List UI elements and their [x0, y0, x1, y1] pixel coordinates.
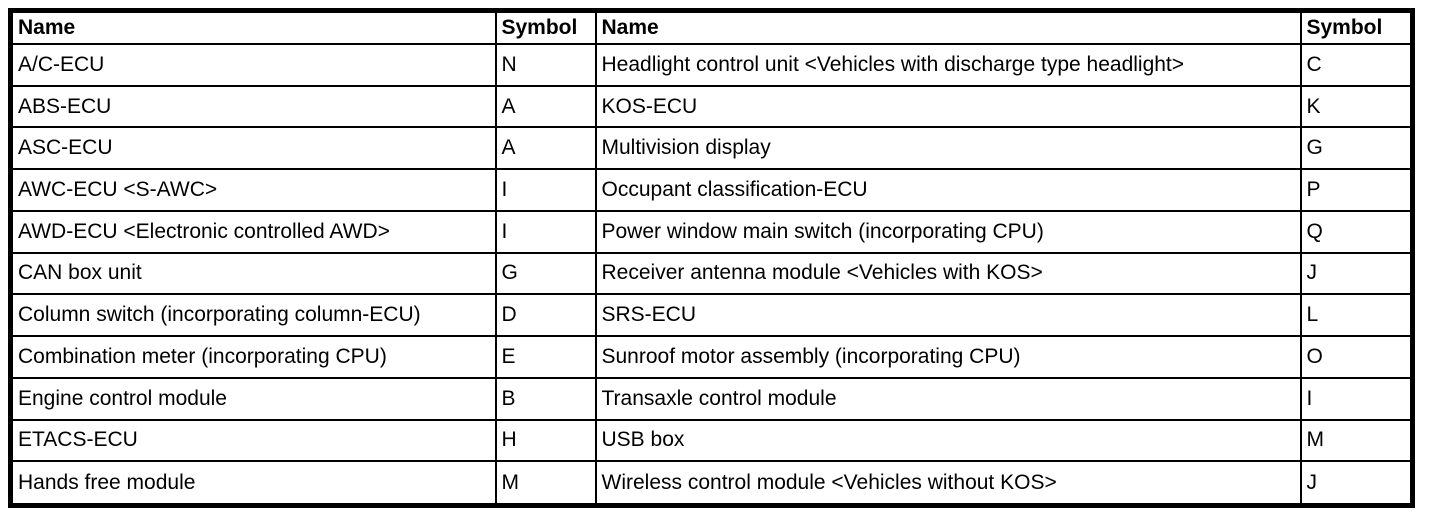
- symbol-cell: J: [1299, 251, 1414, 296]
- column-header-symbol-left: Symbol: [494, 9, 597, 45]
- name-cell: KOS-ECU: [594, 84, 1302, 129]
- name-cell: Occupant classification-ECU: [594, 168, 1302, 212]
- symbol-cell: O: [1299, 335, 1414, 379]
- name-cell: SRS-ECU: [594, 293, 1302, 338]
- name-cell: ASC-ECU: [9, 126, 497, 171]
- table-row: Combination meter (incorporating CPU) E …: [9, 335, 1414, 379]
- column-header-name-left: Name: [9, 9, 497, 45]
- symbol-cell: A: [494, 84, 597, 129]
- name-cell: Power window main switch (incorporating …: [594, 209, 1302, 254]
- symbol-cell: H: [494, 418, 597, 463]
- name-cell: AWC-ECU <S-AWC>: [9, 168, 497, 212]
- name-cell: Headlight control unit <Vehicles with di…: [594, 43, 1302, 87]
- name-cell: Multivision display: [594, 126, 1302, 171]
- symbol-cell: A: [494, 126, 597, 171]
- symbol-cell: D: [494, 293, 597, 338]
- table-row: ABS-ECU A KOS-ECU K: [9, 84, 1414, 129]
- name-cell: AWD-ECU <Electronic controlled AWD>: [9, 209, 497, 254]
- table-row: AWD-ECU <Electronic controlled AWD> I Po…: [9, 209, 1414, 254]
- table-row: Hands free module M Wireless control mod…: [9, 460, 1414, 507]
- symbol-cell: L: [1299, 293, 1414, 338]
- table-row: CAN box unit G Receiver antenna module <…: [9, 251, 1414, 296]
- symbol-cell: Q: [1299, 209, 1414, 254]
- name-cell: A/C-ECU: [9, 43, 497, 87]
- ecu-symbol-table: Name Symbol Name Symbol A/C-ECU N Headli…: [8, 8, 1415, 508]
- name-cell: Hands free module: [9, 460, 497, 507]
- symbol-cell: M: [1299, 418, 1414, 463]
- symbol-cell: P: [1299, 168, 1414, 212]
- name-cell: Column switch (incorporating column-ECU): [9, 293, 497, 338]
- name-cell: ETACS-ECU: [9, 418, 497, 463]
- table-row: ASC-ECU A Multivision display G: [9, 126, 1414, 171]
- name-cell: CAN box unit: [9, 251, 497, 296]
- symbol-cell: E: [494, 335, 597, 379]
- symbol-cell: K: [1299, 84, 1414, 129]
- name-cell: Engine control module: [9, 376, 497, 421]
- name-cell: Sunroof motor assembly (incorporating CP…: [594, 335, 1302, 379]
- symbol-cell: I: [1299, 376, 1414, 421]
- name-cell: ABS-ECU: [9, 84, 497, 129]
- symbol-cell: G: [494, 251, 597, 296]
- symbol-cell: I: [494, 209, 597, 254]
- header-row: Name Symbol Name Symbol: [9, 9, 1414, 45]
- table-row: A/C-ECU N Headlight control unit <Vehicl…: [9, 43, 1414, 87]
- symbol-cell: B: [494, 376, 597, 421]
- symbol-cell: I: [494, 168, 597, 212]
- symbol-cell: J: [1299, 460, 1414, 507]
- name-cell: Receiver antenna module <Vehicles with K…: [594, 251, 1302, 296]
- symbol-cell: M: [494, 460, 597, 507]
- table-row: ETACS-ECU H USB box M: [9, 418, 1414, 463]
- table-row: AWC-ECU <S-AWC> I Occupant classificatio…: [9, 168, 1414, 212]
- name-cell: USB box: [594, 418, 1302, 463]
- column-header-symbol-right: Symbol: [1299, 9, 1414, 45]
- column-header-name-right: Name: [594, 9, 1302, 45]
- table-row: Column switch (incorporating column-ECU)…: [9, 293, 1414, 338]
- symbol-cell: N: [494, 43, 597, 87]
- name-cell: Wireless control module <Vehicles withou…: [594, 460, 1302, 507]
- table-row: Engine control module B Transaxle contro…: [9, 376, 1414, 421]
- symbol-cell: G: [1299, 126, 1414, 171]
- name-cell: Combination meter (incorporating CPU): [9, 335, 497, 379]
- name-cell: Transaxle control module: [594, 376, 1302, 421]
- symbol-cell: C: [1299, 43, 1414, 87]
